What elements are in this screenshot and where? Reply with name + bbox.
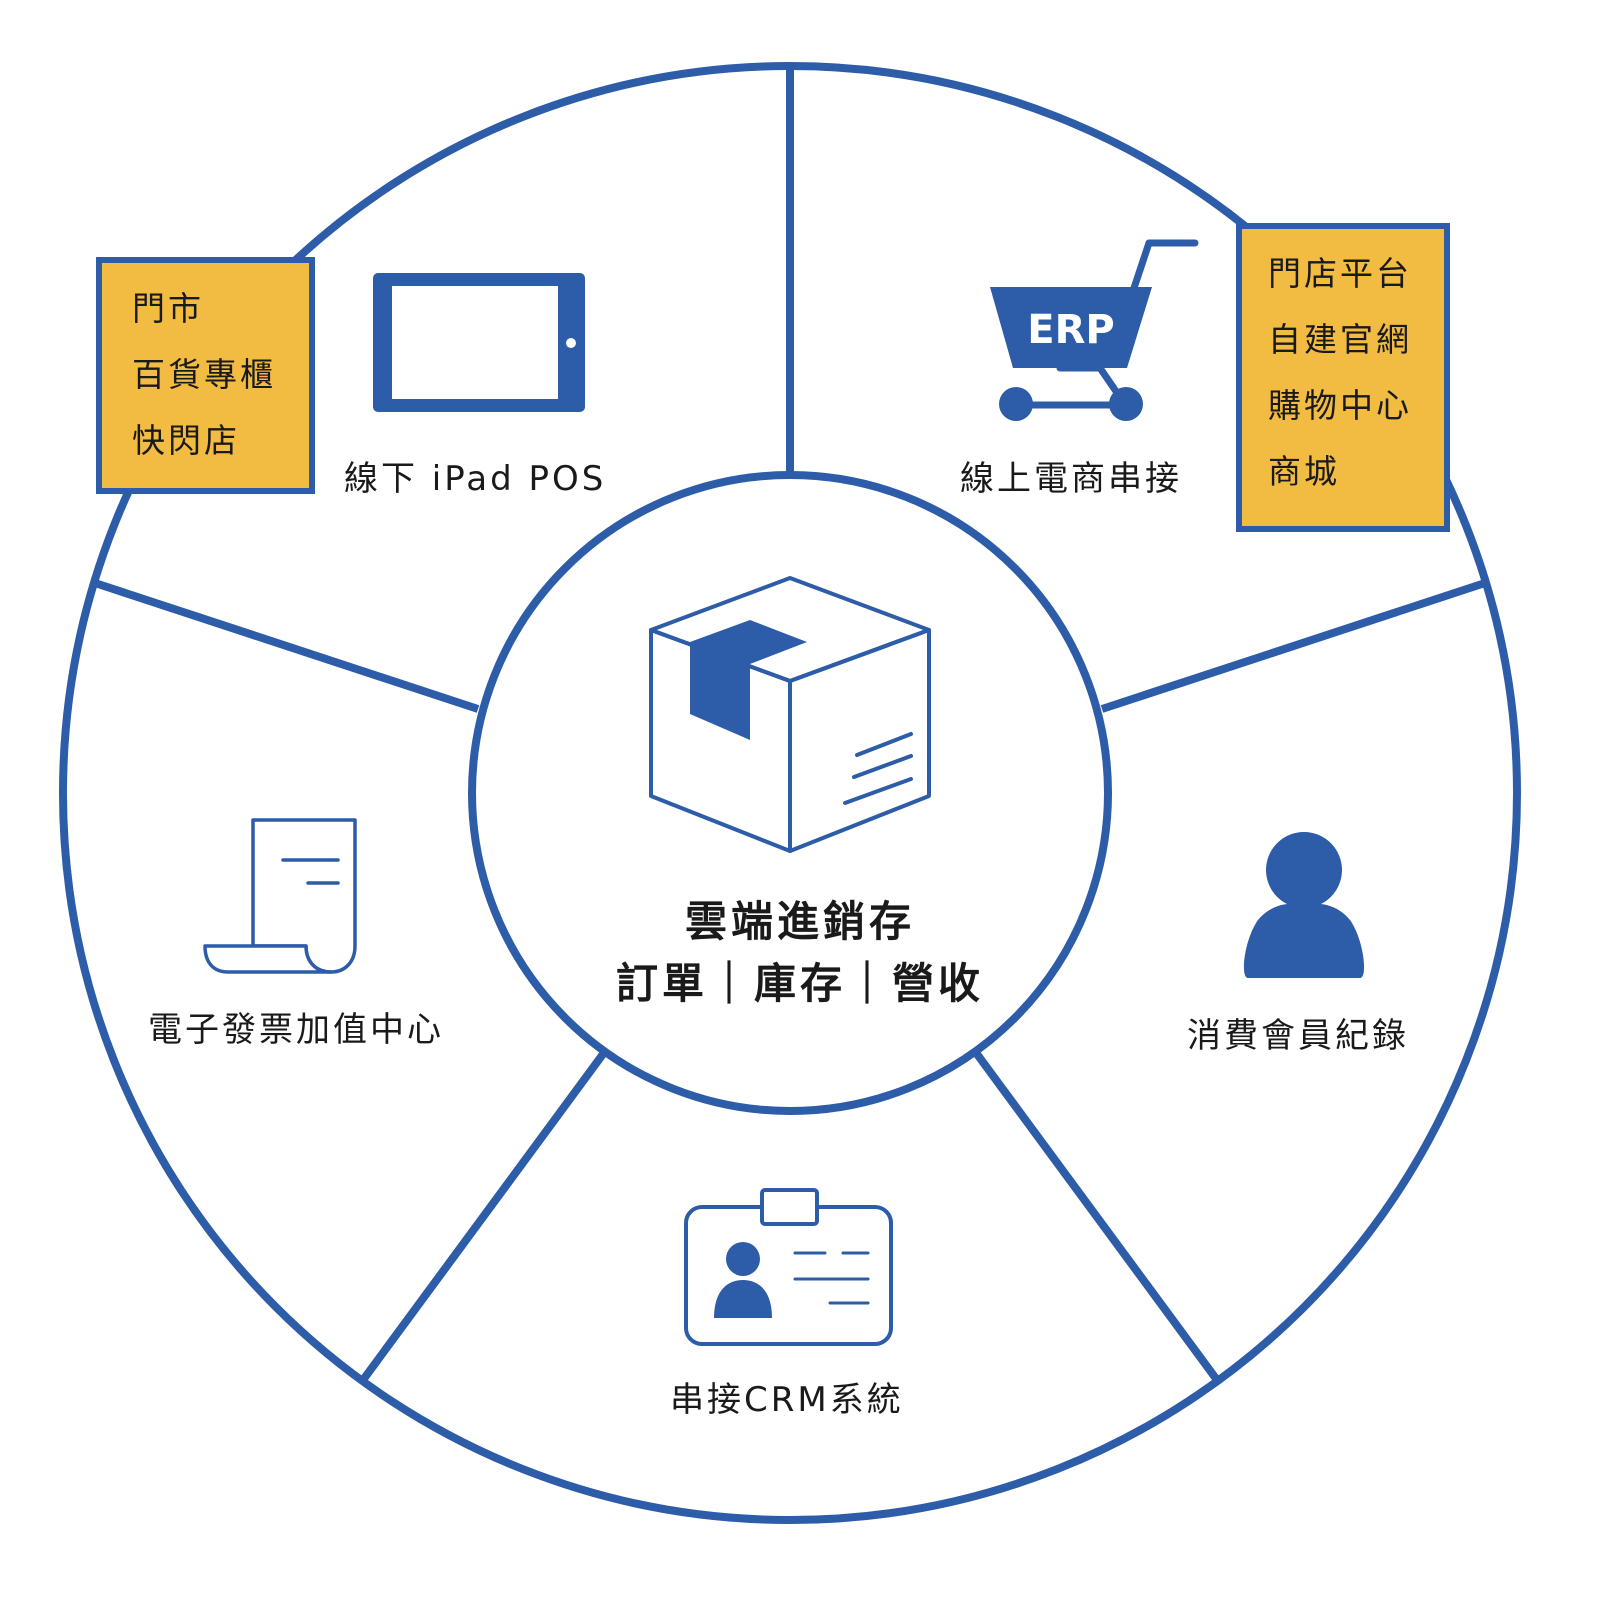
- segment-label-e-invoice: 電子發票加值中心: [148, 1010, 444, 1050]
- note-item: 百貨專櫃: [132, 355, 276, 394]
- segment-label-ipad-pos: 線下 iPad POS: [344, 459, 607, 499]
- offline-channels-note: 門市 百貨專櫃 快閃店: [96, 257, 315, 494]
- note-item: 門市: [132, 289, 204, 328]
- note-item: 快閃店: [132, 421, 240, 460]
- segment-label-crm: 串接CRM系統: [670, 1380, 904, 1420]
- divider-bottom-right: [970, 1047, 1221, 1383]
- center-subtitle: 訂單｜庫存｜營收: [615, 959, 984, 1008]
- divider-bottom-left: [359, 1047, 610, 1383]
- note-item: 商城: [1268, 452, 1340, 491]
- divider-left: [93, 579, 480, 713]
- tablet-icon: [373, 273, 585, 412]
- center-title: 雲端進銷存: [684, 897, 915, 946]
- segment-label-member-records: 消費會員紀錄: [1187, 1016, 1409, 1056]
- note-item: 自建官網: [1268, 320, 1412, 359]
- note-item: 門店平台: [1268, 254, 1412, 293]
- segment-label-ecommerce: 線上電商串接: [960, 459, 1182, 499]
- box-icon: [649, 576, 931, 853]
- note-item: 購物中心: [1268, 386, 1412, 425]
- online-channels-note: 門店平台 自建官網 購物中心 商城: [1236, 223, 1450, 532]
- id-card-icon: [684, 1188, 893, 1346]
- svg-text:ERP: ERP: [1027, 307, 1114, 353]
- divider-right: [1100, 579, 1487, 713]
- erp-cart-icon: ERP: [990, 239, 1199, 421]
- user-icon: [1243, 832, 1365, 978]
- receipt-icon: [203, 818, 357, 974]
